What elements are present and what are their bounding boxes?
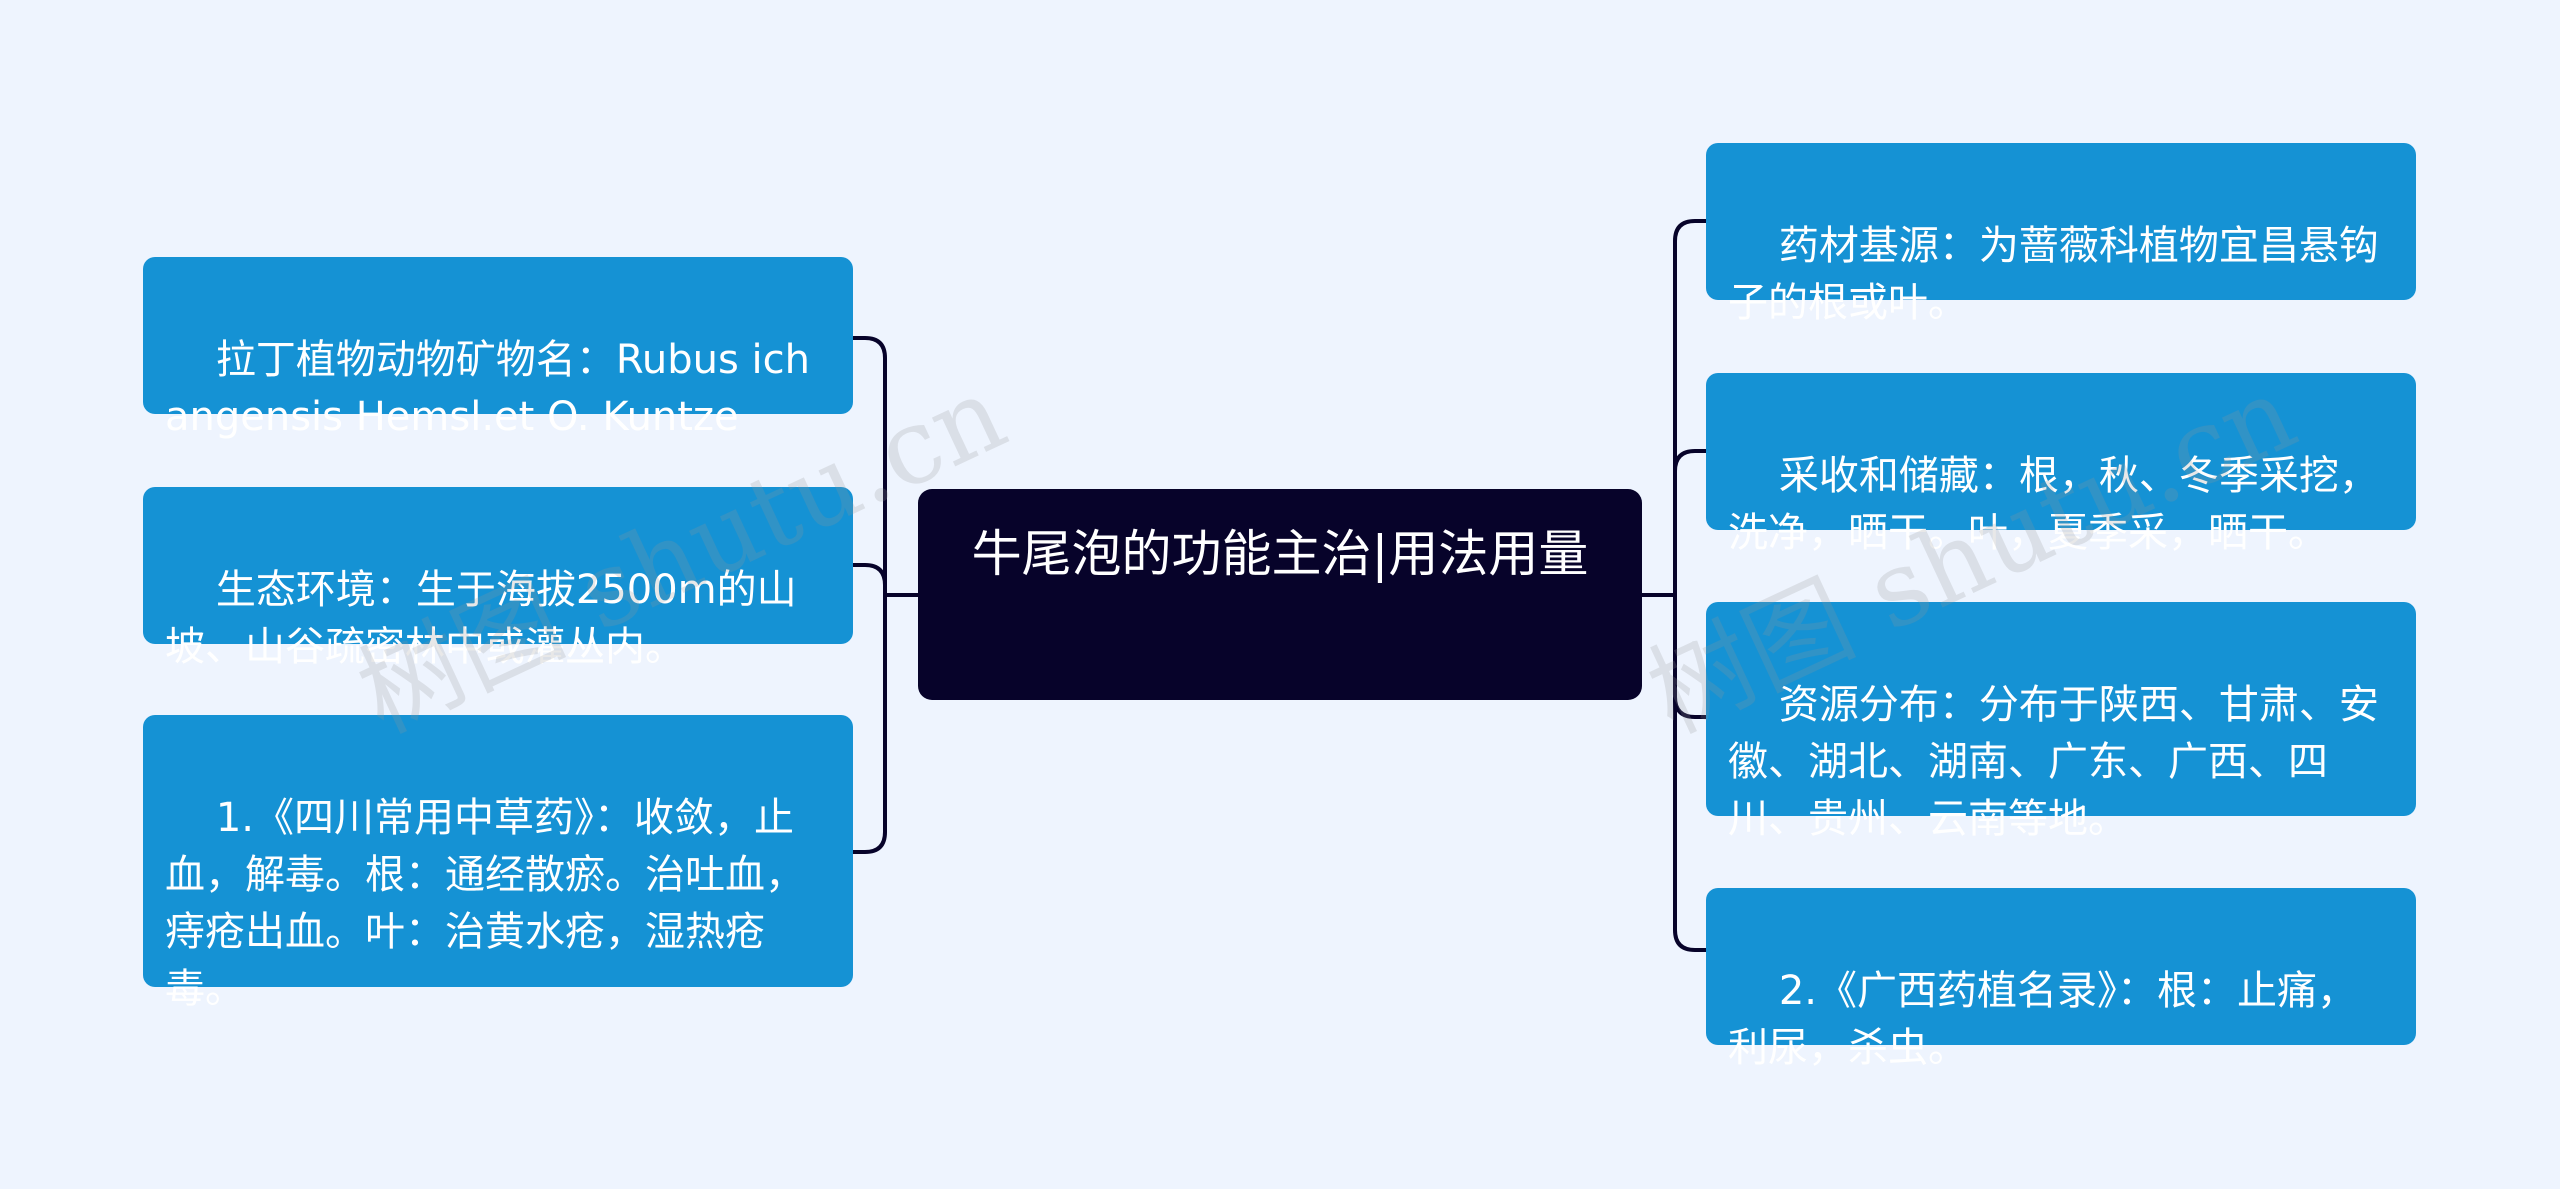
connector-left-1: [853, 336, 887, 595]
topic-node-guangxi-herbal[interactable]: 2.《广西药植名录》：根：止痛，利尿，杀虫。: [1706, 888, 2416, 1071]
connector-right-3: [1673, 595, 1706, 719]
connector-right-1: [1673, 219, 1706, 595]
topic-node-text: 药材基源：为蔷薇科植物宜昌悬钩子的根或叶。: [1728, 223, 2379, 326]
connector-left-2: [853, 563, 887, 595]
topic-node-harvest-storage[interactable]: 采收和储藏：根，秋、冬季采挖，洗净，晒干。叶，夏季采，晒干。: [1706, 373, 2416, 556]
central-topic-text: 牛尾泡的功能主治|用法用量: [971, 525, 1589, 583]
topic-node-text: 拉丁植物动物矿物名：Rubus ichangensis Hemsl.et O. …: [165, 337, 810, 440]
topic-node-text: 生态环境：生于海拔2500m的山坡、山谷疏密林中或灌丛内。: [165, 567, 797, 670]
connector-left-3: [853, 595, 887, 854]
topic-node-source[interactable]: 药材基源：为蔷薇科植物宜昌悬钩子的根或叶。: [1706, 143, 2416, 326]
topic-node-habitat[interactable]: 生态环境：生于海拔2500m的山坡、山谷疏密林中或灌丛内。: [143, 487, 853, 670]
topic-node-latin-name[interactable]: 拉丁植物动物矿物名：Rubus ichangensis Hemsl.et O. …: [143, 257, 853, 440]
topic-node-text: 2.《广西药植名录》：根：止痛，利尿，杀虫。: [1728, 968, 2358, 1071]
topic-node-text: 采收和储藏：根，秋、冬季采挖，洗净，晒干。叶，夏季采，晒干。: [1728, 453, 2379, 556]
topic-node-distribution[interactable]: 资源分布：分布于陕西、甘肃、安徽、湖北、湖南、广东、广西、四川、贵州、云南等地。: [1706, 602, 2416, 842]
topic-node-text: 资源分布：分布于陕西、甘肃、安徽、湖北、湖南、广东、广西、四川、贵州、云南等地。: [1728, 682, 2379, 842]
topic-node-text: 1.《四川常用中草药》：收敛，止血，解毒。根：通经散瘀。治吐血，痔疮出血。叶：治…: [165, 795, 805, 1012]
topic-node-sichuan-herbal[interactable]: 1.《四川常用中草药》：收敛，止血，解毒。根：通经散瘀。治吐血，痔疮出血。叶：治…: [143, 715, 853, 1012]
connector-right-2: [1673, 449, 1706, 595]
connector-right-4: [1673, 595, 1706, 952]
central-topic[interactable]: 牛尾泡的功能主治|用法用量: [918, 489, 1642, 700]
